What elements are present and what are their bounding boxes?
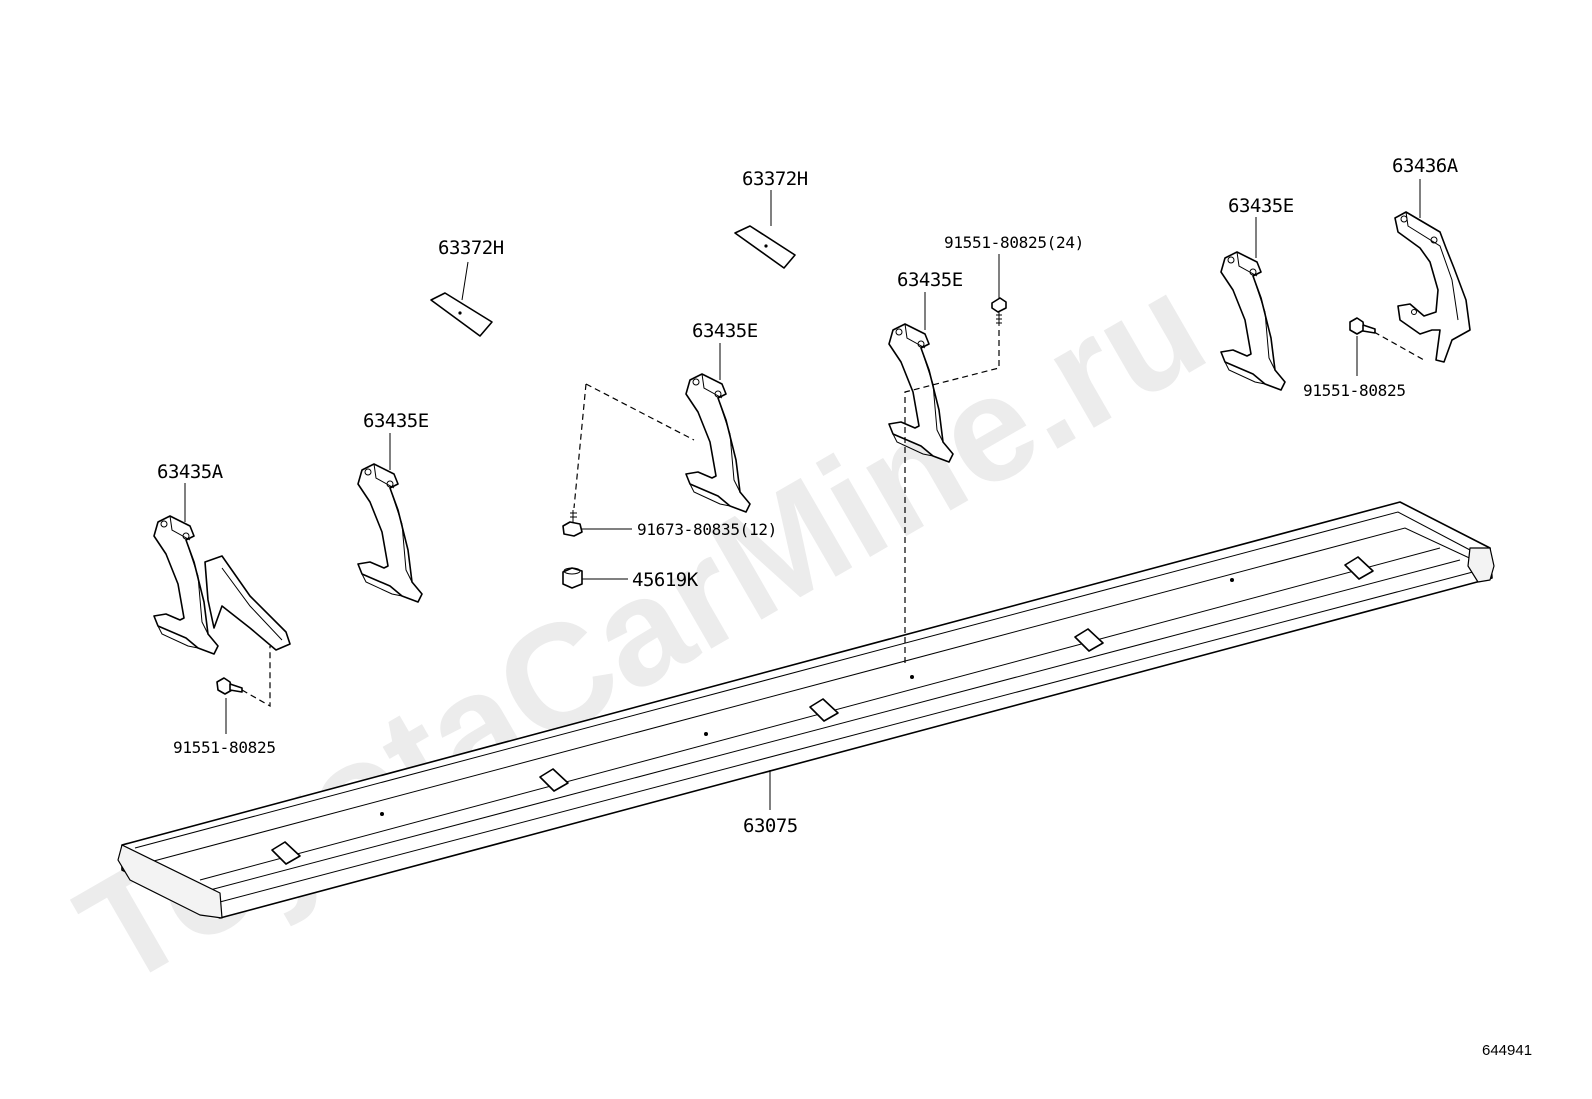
label-nut: 45619K [632, 569, 699, 591]
bracket-63435e-4[interactable] [1220, 251, 1286, 391]
label-pad-2: 63372H [742, 168, 808, 190]
label-bolt-rear: 91551-80825 [1303, 381, 1406, 400]
assembly-line [241, 646, 271, 708]
mount-tab [271, 841, 301, 865]
label-step-board: 63075 [743, 815, 798, 837]
bracket-63435e-2[interactable] [685, 373, 751, 513]
bolt-rear[interactable] [1349, 317, 1376, 335]
bracket-63435a[interactable] [153, 515, 291, 655]
assembly-line [585, 383, 695, 441]
nut-45619k[interactable] [562, 567, 583, 589]
step-board[interactable] [117, 501, 1495, 919]
label-bracket-2: 63435E [692, 320, 758, 342]
label-bracket-front: 63435A [157, 461, 224, 483]
assembly-line [573, 383, 587, 509]
bolt-front[interactable] [216, 677, 243, 695]
mount-tab [1344, 556, 1374, 580]
mount-tab [539, 768, 569, 792]
label-bracket-1: 63435E [363, 410, 429, 432]
pad-63372h-1[interactable] [430, 292, 493, 337]
diagram-number: 644941 [1482, 1042, 1532, 1059]
assembly-line [904, 330, 1000, 666]
label-pad-1: 63372H [438, 237, 504, 259]
label-bolt-front: 91551-80825 [173, 738, 276, 757]
label-bolt-mid: 91673-80835(12) [637, 520, 777, 539]
label-bracket-rear: 63436A [1392, 155, 1459, 177]
bolt-top[interactable] [991, 297, 1007, 326]
bracket-63435e-1[interactable] [357, 463, 423, 603]
label-bracket-3: 63435E [897, 269, 963, 291]
bracket-63436a[interactable] [1394, 211, 1471, 363]
label-bracket-4: 63435E [1228, 195, 1294, 217]
mount-tab [809, 698, 839, 722]
bolt-mid[interactable] [562, 510, 583, 537]
label-bolt-top: 91551-80825(24) [944, 233, 1084, 252]
assembly-line [1373, 331, 1425, 361]
pad-63372h-2[interactable] [734, 225, 796, 269]
mount-tab [1074, 628, 1104, 652]
